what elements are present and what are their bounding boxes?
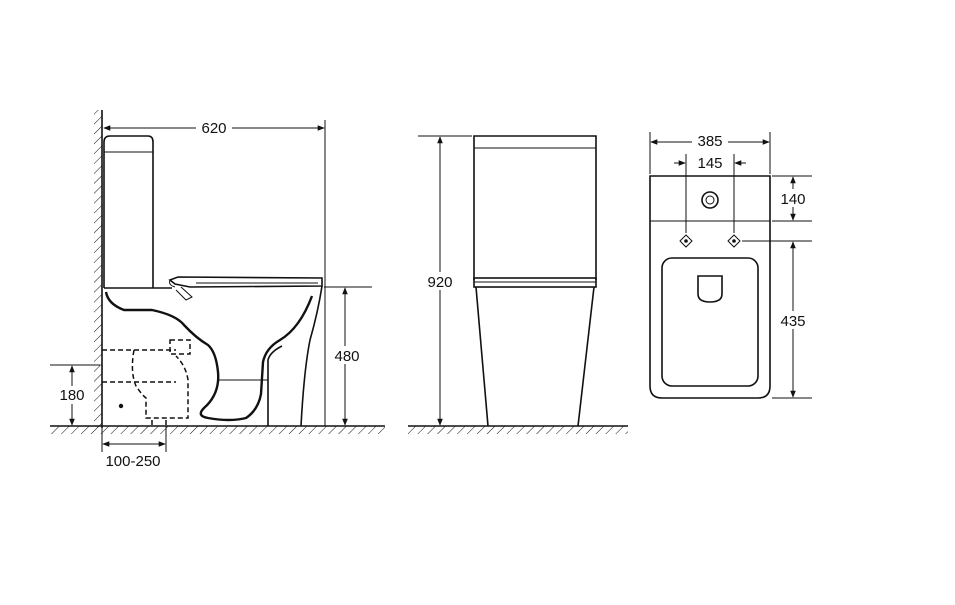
dim-label-435: 435 [780, 313, 805, 330]
wall [94, 110, 103, 428]
seat-side [168, 276, 323, 301]
side-view: 620 480 180 100-250 [50, 110, 385, 470]
dim-outlet-height: 180 [50, 364, 100, 426]
dim-label-180: 180 [59, 387, 84, 404]
floor-line-front [408, 425, 628, 434]
outlet-dot [118, 403, 124, 409]
dim-label-480: 480 [334, 348, 359, 365]
dim-total-depth: 620 [103, 118, 326, 426]
dim-label-140: 140 [780, 191, 805, 208]
dim-label-620: 620 [201, 120, 226, 137]
top-view: 385 145 140 435 [649, 132, 812, 399]
fixing-hole-right [727, 234, 741, 248]
floor-line-side [50, 425, 385, 434]
cistern-tank-front [473, 135, 597, 280]
pedestal-front [475, 286, 595, 427]
dim-tank-depth: 140 [772, 175, 812, 222]
cistern-tank-side [103, 135, 154, 288]
dim-label-100-250: 100-250 [105, 453, 160, 470]
dim-outlet-offset: 100-250 [101, 426, 167, 470]
fixing-hole-left [679, 234, 693, 248]
front-view: 920 [408, 135, 628, 434]
drain-hole-top [697, 275, 723, 303]
flush-button-top [701, 191, 719, 209]
dim-label-145: 145 [697, 155, 722, 172]
toilet-outline-top [649, 175, 771, 399]
trapway [104, 291, 314, 422]
outlet-pipe-dashed [102, 339, 191, 426]
dim-bowl-depth: 435 [742, 240, 812, 399]
dim-fixing-spacing: 145 [674, 154, 746, 233]
dim-label-385: 385 [697, 133, 722, 150]
bowl-opening-top [661, 257, 759, 387]
dim-label-920: 920 [427, 274, 452, 291]
dim-seat-height: 480 [324, 286, 372, 426]
dim-total-height: 920 [418, 135, 472, 426]
pan-body-side [300, 285, 323, 427]
dim-width: 385 [649, 132, 771, 174]
